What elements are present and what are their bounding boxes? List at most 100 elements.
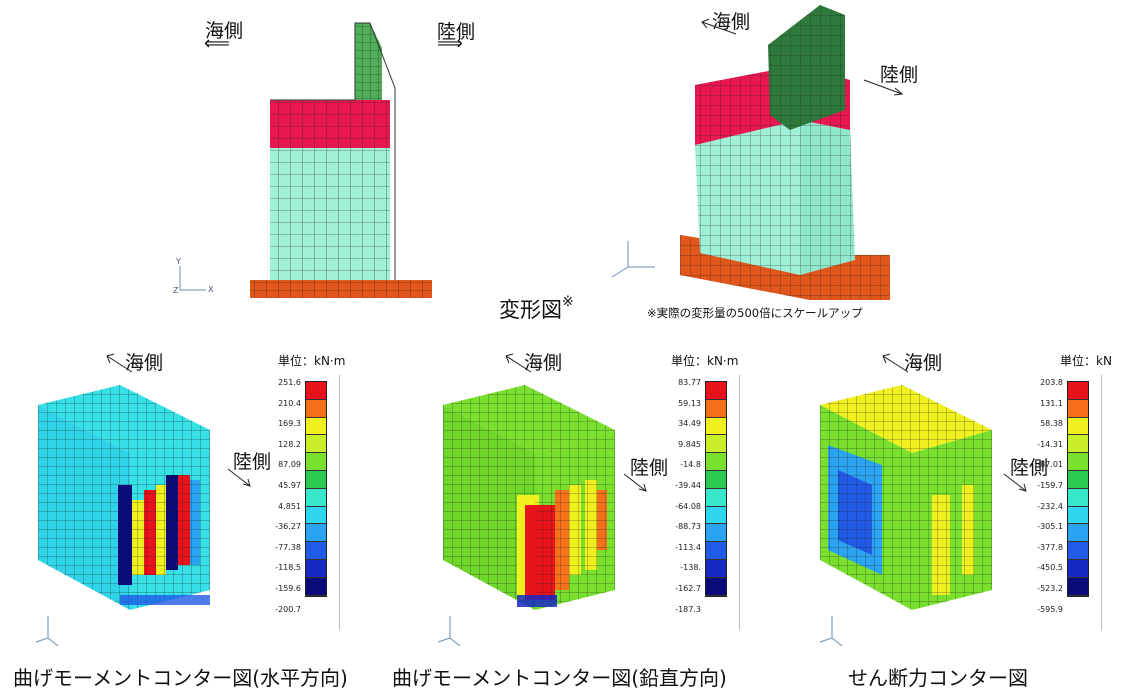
legend-value: 45.97 xyxy=(278,481,301,490)
arrow-right-icon: ⟹ xyxy=(437,33,463,54)
legend-swatch xyxy=(306,506,326,525)
unit-label: 単位：kN·m xyxy=(671,354,739,368)
legend-swatch xyxy=(306,453,326,471)
arrow-icon xyxy=(863,79,904,96)
legend-swatch xyxy=(1068,470,1088,489)
legend-swatch xyxy=(306,470,326,489)
land-side-label: 陸側 xyxy=(437,21,476,43)
sea-side-label-2: 海側 xyxy=(712,11,751,33)
shear-force-model xyxy=(820,385,992,610)
legend-value: -14.31 xyxy=(1037,439,1063,449)
legend-value: -39.44 xyxy=(675,481,701,490)
legend-swatch xyxy=(1068,506,1088,525)
legend-moment-horizontal: 251.6 210.4 169.3 128.2 87.09 45.97 4.851 -36.2… xyxy=(255,375,350,630)
legend-swatch xyxy=(1068,577,1088,596)
legend-swatch xyxy=(706,524,726,543)
sea-side-label-p1: 海側 xyxy=(125,352,164,374)
legend-swatch xyxy=(706,417,726,436)
legend-swatch xyxy=(306,524,326,543)
color-bar xyxy=(705,381,727,597)
legend-value: -523.2 xyxy=(1037,584,1063,593)
deform-note: ※実際の変形量の500倍にスケールアップ xyxy=(647,306,863,320)
legend-swatch xyxy=(706,488,726,507)
arrow-icon xyxy=(505,353,532,373)
legend-value: 251.6 xyxy=(278,378,301,387)
legend-swatch xyxy=(1068,399,1088,418)
legend-value: -14.8 xyxy=(680,460,701,470)
legend-value: -450.5 xyxy=(1037,563,1063,573)
legend-value: -113.4 xyxy=(675,542,701,552)
moment-vertical-model xyxy=(443,385,615,610)
legend-swatch xyxy=(706,453,726,471)
legend-value: -138. xyxy=(680,563,701,573)
legend-value: 9.845 xyxy=(678,439,701,449)
sea-side-label-p3: 海側 xyxy=(904,352,943,374)
legend-swatch xyxy=(706,435,726,454)
legend-value: 4.851 xyxy=(278,501,301,511)
legend-swatch xyxy=(706,382,726,400)
unit-label: 単位：kN xyxy=(1060,354,1112,368)
legend-swatch xyxy=(306,559,326,578)
moment-horizontal-model xyxy=(38,385,210,610)
caption-moment-vertical: 曲げモーメントコンター図(鉛直方向) xyxy=(392,666,727,690)
color-bar xyxy=(305,381,327,597)
deform-isometric-model xyxy=(611,5,890,300)
land-side-label-p1: 陸側 xyxy=(233,451,272,473)
legend-swatch xyxy=(1068,488,1088,507)
legend-swatch xyxy=(706,577,726,596)
legend-swatch xyxy=(1068,542,1088,560)
legend-swatch xyxy=(706,399,726,418)
color-bar xyxy=(1067,381,1089,597)
deform-title: 変形図※ xyxy=(499,294,574,322)
unit-label: 単位：kN·m xyxy=(278,354,346,368)
axis-x-label: X xyxy=(208,285,214,294)
land-side-label-p2: 陸側 xyxy=(630,457,669,479)
legend-swatch xyxy=(306,382,326,400)
axis-triad-icon xyxy=(437,616,461,647)
legend-swatch xyxy=(306,417,326,436)
legend-value: 210.4 xyxy=(278,398,301,408)
legend-swatch xyxy=(306,435,326,454)
legend-value: -305.1 xyxy=(1037,522,1063,532)
legend-value: -77.38 xyxy=(275,542,301,552)
legend-value: -232.4 xyxy=(1037,501,1063,511)
legend-value: -64.08 xyxy=(675,501,701,511)
legend-value: 87.09 xyxy=(278,460,301,470)
legend-swatch xyxy=(1068,559,1088,578)
sea-side-label: 海側 xyxy=(205,20,244,42)
arrow-icon xyxy=(1003,473,1027,492)
legend-value: 131.1 xyxy=(1040,398,1063,408)
legend-swatch xyxy=(306,542,326,560)
legend-swatch xyxy=(706,559,726,578)
legend-swatch xyxy=(1068,435,1088,454)
legend-value: 58.38 xyxy=(1040,419,1063,429)
caption-moment-horizontal: 曲げモーメントコンター図(水平方向) xyxy=(13,666,348,690)
arrow-icon xyxy=(227,468,251,487)
legend-swatch xyxy=(1068,453,1088,471)
arrow-icon xyxy=(623,473,647,492)
deform-elevation-model xyxy=(179,22,432,298)
legend-value: -87.01 xyxy=(1037,460,1063,470)
axis-triad-icon xyxy=(819,616,843,647)
legend-value: -595.9 xyxy=(1037,604,1063,614)
axis-triad-icon xyxy=(35,616,59,647)
legend-swatch xyxy=(706,542,726,560)
legend-value: -88.73 xyxy=(675,522,701,532)
axis-y-label: Y xyxy=(176,257,181,266)
legend-value: -36.27 xyxy=(275,522,301,532)
legend-value: -159.6 xyxy=(275,584,301,593)
legend-value: 128.2 xyxy=(278,439,301,449)
axis-z-label: Z xyxy=(173,286,179,295)
legend-swatch xyxy=(706,470,726,489)
legend-value: -200.7 xyxy=(275,604,301,614)
land-side-label-p3: 陸側 xyxy=(1010,457,1049,479)
legend-swatch xyxy=(1068,524,1088,543)
caption-shear-force: せん断力コンター図 xyxy=(848,666,1028,690)
legend-value: -159.7 xyxy=(1037,481,1063,490)
legend-value: 83.77 xyxy=(678,378,701,387)
legend-value: 169.3 xyxy=(278,419,301,429)
legend-swatch xyxy=(706,506,726,525)
legend-swatch xyxy=(306,577,326,596)
